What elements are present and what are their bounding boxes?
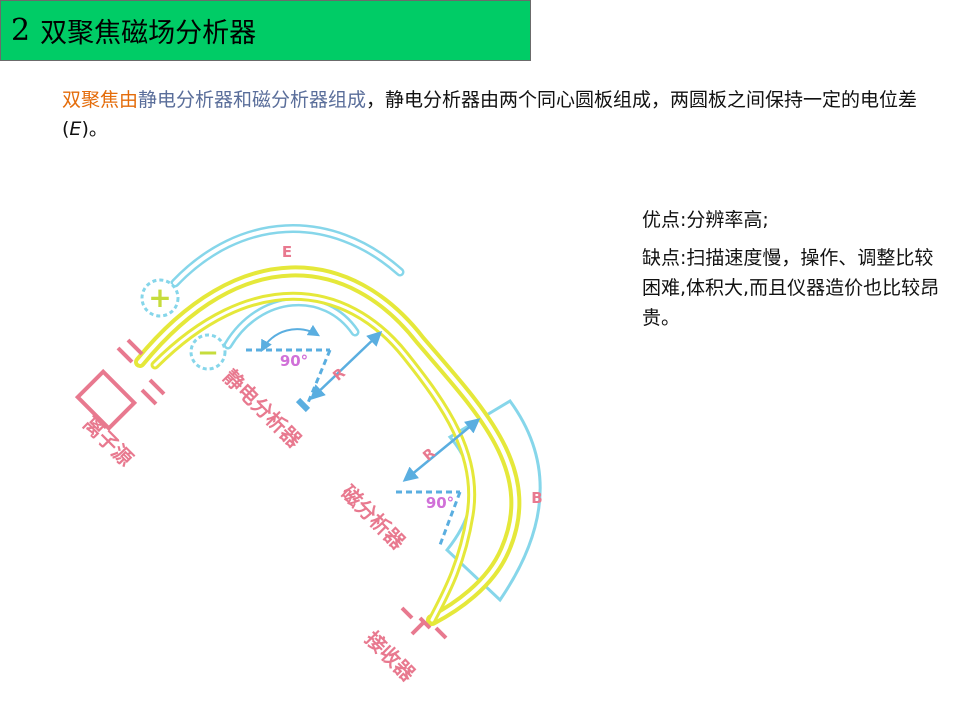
radius-arrow-1 <box>309 330 383 401</box>
title-bar: 2 双聚焦磁场分析器 <box>0 0 531 61</box>
detector-label: 接收器 <box>360 627 420 687</box>
radius-arrow-2 <box>402 418 481 482</box>
angle-label-2: 90° <box>426 494 454 512</box>
label-e: E <box>282 243 292 261</box>
advantage-text: 优点:分辨率高; <box>642 209 769 231</box>
intro-text: ，静电分析器由两个同心圆板组成，两圆板之间保持一定的电位差( <box>62 89 918 140</box>
minus-sign: − <box>189 333 227 371</box>
title-number: 2 <box>11 13 31 48</box>
plus-sign: + <box>140 278 180 318</box>
esa-label: 静电分析器 <box>218 365 306 453</box>
label-b: B <box>531 489 542 507</box>
intro-text-end: )。 <box>81 118 108 140</box>
magnet-angle-lines <box>396 490 462 546</box>
intro-keyword-components: 静电分析器和磁分析器组成 <box>138 89 367 111</box>
side-notes: 优点:分辨率高; 缺点:扫描速度慢，操作、调整比较困难,体积大,而且仪器造价也比… <box>642 205 942 341</box>
radius-label-1: R <box>330 365 349 384</box>
ion-beam <box>134 265 522 626</box>
intro-keyword-double-focus: 双聚焦由 <box>62 89 139 111</box>
detector-icon <box>400 606 448 640</box>
intro-paragraph: 双聚焦由静电分析器和磁分析器组成，静电分析器由两个同心圆板组成，两圆板之间保持一… <box>62 86 932 144</box>
page-title: 双聚焦磁场分析器 <box>40 18 257 49</box>
ion-source-icon <box>74 338 166 432</box>
svg-text:−: − <box>197 338 219 368</box>
radius-label-2: R <box>420 445 439 464</box>
angle-label-1: 90° <box>280 352 308 370</box>
ion-source-label: 离子源 <box>78 412 137 471</box>
intro-symbol-e: E <box>69 118 82 140</box>
disadvantage-text: 缺点:扫描速度慢，操作、调整比较困难,体积大,而且仪器造价也比较昂贵。 <box>642 247 940 329</box>
svg-text:+: + <box>148 281 171 314</box>
